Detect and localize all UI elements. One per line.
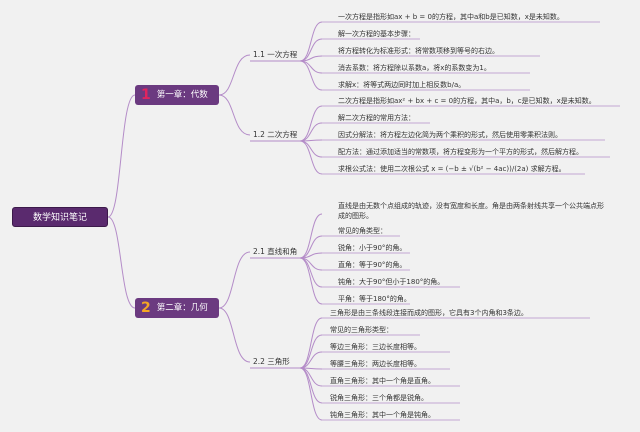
leaf-node[interactable]: 二次方程是指形如ax² + bx + c = 0的方程，其中a，b，c是已知数，… — [338, 97, 596, 105]
leaf-node[interactable]: 平角：等于180°的角。 — [338, 295, 411, 303]
section-node-linear-equation[interactable]: 1.1 一次方程 — [253, 49, 297, 61]
section-label: 2.1 直线和角 — [253, 247, 298, 256]
leaf-node[interactable]: 求解x：将等式两边同时加上相反数b/a。 — [338, 81, 466, 89]
connector-ch2-s21 — [218, 251, 251, 309]
root-node[interactable]: 数学知识笔记 — [12, 207, 108, 227]
leaf-node[interactable]: 将方程转化为标准形式：将常数项移到等号的右边。 — [338, 47, 499, 55]
connector-ch1-s12 — [218, 94, 251, 136]
leaf-node[interactable]: 配方法：通过添加适当的常数项，将方程变形为一个平方的形式，然后解方程。 — [338, 148, 583, 156]
leaf-node[interactable]: 锐角三角形：三个角都是锐角。 — [330, 394, 428, 402]
section-node-triangle[interactable]: 2.2 三角形 — [253, 356, 290, 368]
section-label: 2.2 三角形 — [253, 357, 290, 366]
leaf-node[interactable]: 解一次方程的基本步骤： — [338, 30, 415, 38]
chapter-node-geometry[interactable]: 2 第二章：几何 — [135, 298, 219, 318]
chapter-number-badge: 2 — [141, 300, 151, 316]
leaf-node[interactable]: 等边三角形：三边长度相等。 — [330, 343, 421, 351]
leaf-node[interactable]: 锐角：小于90°的角。 — [338, 244, 407, 252]
connector-ch1-s11 — [218, 54, 251, 96]
leaf-node[interactable]: 直线是由无数个点组成的轨迹，没有宽度和长度。角是由两条射线共享一个公共端点形成的… — [338, 202, 604, 220]
leaf-node[interactable]: 三角形是由三条线段连接而成的图形，它具有3个内角和3条边。 — [330, 309, 528, 317]
section-label: 1.2 二次方程 — [253, 130, 298, 139]
chapter-label: 第一章：代数 — [156, 90, 208, 100]
leaf-node[interactable]: 钝角三角形：其中一个角是钝角。 — [330, 411, 435, 419]
section-node-lines-angles[interactable]: 2.1 直线和角 — [253, 246, 297, 258]
root-label: 数学知识笔记 — [32, 213, 87, 223]
leaf-node[interactable]: 一次方程是指形如ax + b = 0的方程，其中a和b是已知数，x是未知数。 — [338, 13, 564, 21]
leaf-node[interactable]: 消去系数：将方程除以系数a，将x的系数变为1。 — [338, 64, 491, 72]
chapter-node-algebra[interactable]: 1 第一章：代数 — [135, 85, 219, 105]
leaf-node[interactable]: 求根公式法：使用二次根公式 x = (−b ± √(b² − 4ac))/(2a… — [338, 165, 566, 173]
connector-root-chapter1 — [107, 94, 136, 218]
connector-ch2-s22 — [218, 307, 251, 363]
leaf-node[interactable]: 解二次方程的常用方法： — [338, 114, 415, 122]
connector-root-chapter2 — [107, 216, 136, 309]
leaf-node[interactable]: 等腰三角形：两边长度相等。 — [330, 360, 421, 368]
leaf-node[interactable]: 直角三角形：其中一个角是直角。 — [330, 377, 435, 385]
section-node-quadratic-equation[interactable]: 1.2 二次方程 — [253, 129, 297, 141]
chapter-label: 第二章：几何 — [156, 303, 208, 313]
section-label: 1.1 一次方程 — [253, 50, 298, 59]
leaf-node[interactable]: 常见的三角形类型： — [330, 326, 393, 334]
leaf-node[interactable]: 钝角：大于90°但小于180°的角。 — [338, 278, 445, 286]
leaf-node[interactable]: 直角：等于90°的角。 — [338, 261, 407, 269]
leaf-node[interactable]: 常见的角类型： — [338, 227, 387, 235]
chapter-number-badge: 1 — [141, 87, 151, 103]
leaf-node[interactable]: 因式分解法：将方程左边化简为两个乘积的形式，然后使用零乘积法则。 — [338, 131, 562, 139]
